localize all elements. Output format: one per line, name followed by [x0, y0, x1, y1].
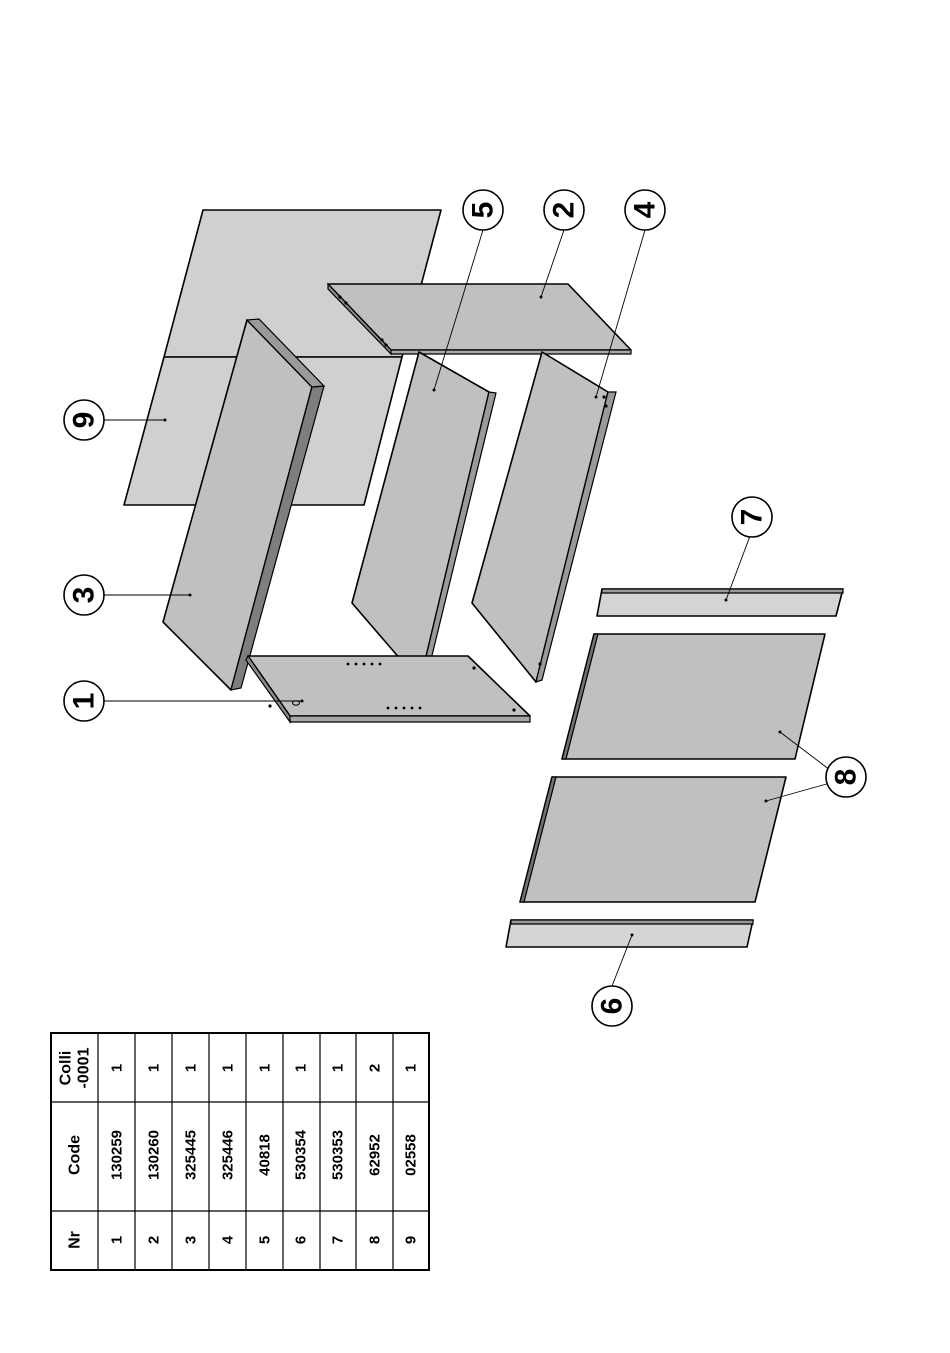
- svg-text:40818: 40818: [257, 1134, 274, 1176]
- header-colli-sub: -0001: [76, 1047, 93, 1088]
- svg-text:5: 5: [467, 202, 500, 219]
- svg-text:8: 8: [830, 769, 863, 786]
- svg-text:2: 2: [146, 1236, 163, 1244]
- callout-1: 1: [64, 681, 104, 721]
- svg-text:1: 1: [293, 1064, 310, 1072]
- svg-text:3: 3: [68, 587, 101, 604]
- callout-4: 4: [625, 190, 665, 230]
- svg-text:1: 1: [109, 1064, 126, 1072]
- svg-text:6: 6: [293, 1236, 310, 1244]
- svg-text:3: 3: [183, 1236, 200, 1244]
- svg-text:02558: 02558: [403, 1134, 420, 1176]
- header-colli: Colli: [58, 1051, 75, 1086]
- svg-text:325446: 325446: [220, 1130, 237, 1180]
- plinth-part-7: [597, 589, 843, 616]
- svg-text:7: 7: [736, 509, 769, 526]
- svg-text:1: 1: [330, 1064, 347, 1072]
- svg-text:2: 2: [367, 1064, 384, 1072]
- svg-text:130259: 130259: [109, 1130, 126, 1180]
- svg-text:4: 4: [220, 1235, 237, 1244]
- callout-9: 9: [64, 400, 104, 440]
- header-code: Code: [67, 1135, 84, 1175]
- svg-text:325445: 325445: [183, 1130, 200, 1180]
- callout-3: 3: [64, 575, 104, 615]
- door-part-8-lower: [520, 777, 786, 902]
- plinth-part-6: [506, 920, 753, 947]
- svg-text:1: 1: [257, 1064, 274, 1072]
- svg-text:9: 9: [68, 412, 101, 429]
- callout-8: 8: [826, 757, 866, 797]
- callout-5: 5: [463, 190, 503, 230]
- bottom-panel-part-1: [246, 656, 530, 722]
- parts-table: Nr Code Colli -0001 1 130259 1 2 130260 …: [51, 1033, 429, 1270]
- svg-text:6: 6: [596, 998, 629, 1015]
- svg-text:530354: 530354: [293, 1129, 310, 1180]
- svg-text:1: 1: [220, 1064, 237, 1072]
- svg-text:130260: 130260: [146, 1130, 163, 1180]
- svg-text:1: 1: [146, 1064, 163, 1072]
- svg-text:1: 1: [183, 1064, 200, 1072]
- svg-text:530353: 530353: [330, 1130, 347, 1180]
- svg-text:4: 4: [629, 201, 662, 218]
- svg-text:2: 2: [548, 202, 581, 219]
- svg-text:8: 8: [367, 1236, 384, 1244]
- callout-6: 6: [592, 986, 632, 1026]
- svg-text:1: 1: [109, 1236, 126, 1244]
- header-nr: Nr: [67, 1231, 84, 1249]
- svg-text:1: 1: [68, 693, 101, 710]
- callout-7: 7: [732, 497, 772, 537]
- svg-text:9: 9: [403, 1236, 420, 1244]
- door-part-8-upper: [562, 634, 825, 759]
- svg-text:5: 5: [257, 1236, 274, 1244]
- svg-text:62952: 62952: [367, 1134, 384, 1176]
- svg-text:1: 1: [403, 1064, 420, 1072]
- callout-2: 2: [544, 190, 584, 230]
- svg-text:7: 7: [330, 1236, 347, 1244]
